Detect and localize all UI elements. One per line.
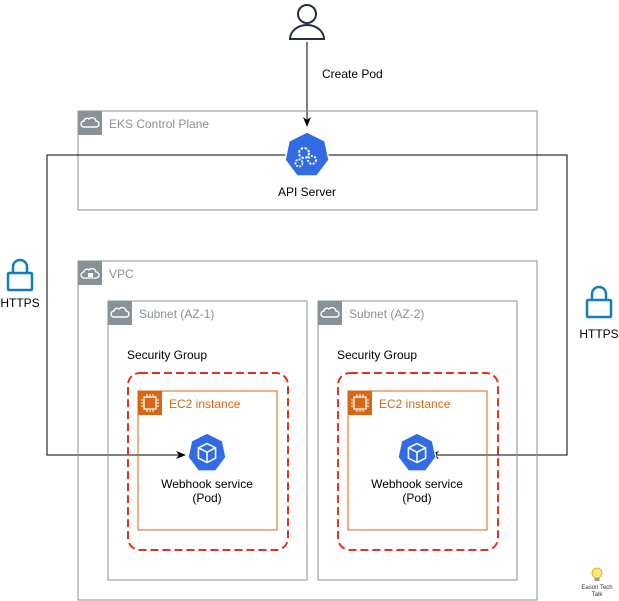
https-connection-right [307,154,568,459]
kubernetes-pod-icon [397,432,437,472]
pod-label: (Pod) [402,491,431,505]
lightbulb-icon [591,567,603,581]
ec2-instance-label: EC2 instance [169,397,241,411]
cloud-icon [77,110,103,136]
watermark-line2: Talk [592,592,604,598]
ec2-instance-label: EC2 instance [379,397,451,411]
watermark: Eason Tech Talk [581,567,613,598]
cloud-icon [107,300,133,326]
kubernetes-pod-icon [187,432,227,472]
ec2-chip-icon [138,391,162,415]
vpc-group: VPC [77,260,538,601]
pod-label: (Pod) [192,491,221,505]
webhook-service-label: Webhook service [371,477,463,491]
subnet-title: Subnet (AZ-2) [349,307,424,321]
ec2-instance-box [137,390,278,531]
subnet-az2: Subnet (AZ-2) Security Group EC2 instanc… [317,300,518,581]
subnet-title: Subnet (AZ-1) [139,307,214,321]
https-label-left: HTTPS [0,296,39,310]
lock-icon-left [6,258,34,292]
control-plane-title: EKS Control Plane [109,117,209,131]
watermark-line1: Eason Tech [581,585,612,591]
https-connection-left [46,154,307,459]
security-group-boundary [127,372,289,551]
api-server-icon [284,131,330,177]
cloud-lock-icon [78,261,102,285]
create-pod-label: Create Pod [322,67,383,81]
security-group-boundary [337,372,499,551]
security-group-label: Security Group [127,348,207,362]
webhook-service-label: Webhook service [161,477,253,491]
ec2-instance-box [347,390,488,531]
eks-control-plane-group: EKS Control Plane [77,110,538,211]
cloud-icon [317,300,343,326]
api-server-label: API Server [278,185,336,199]
user-icon [288,4,326,40]
https-label-right: HTTPS [579,327,618,341]
ec2-chip-icon [348,391,372,415]
lock-icon-right [585,285,613,319]
subnet-az1: Subnet (AZ-1) Security Group EC2 instanc… [107,300,308,581]
vpc-title: VPC [109,267,134,281]
security-group-label: Security Group [337,348,417,362]
